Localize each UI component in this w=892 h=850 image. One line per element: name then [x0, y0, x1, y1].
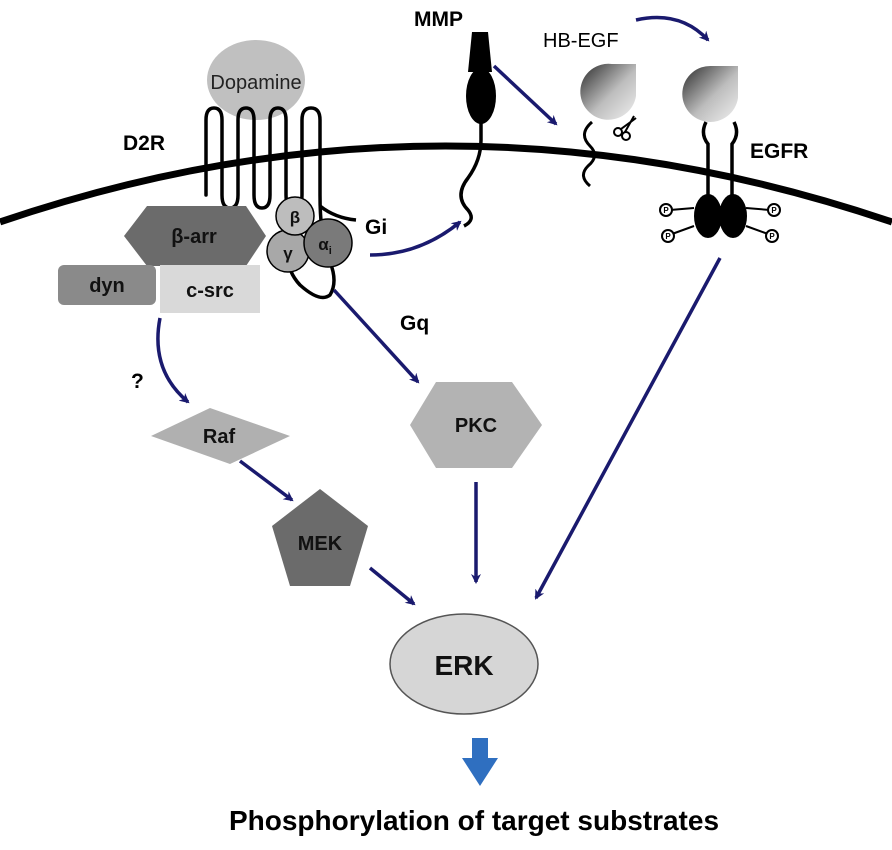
pkc-label: PKC — [455, 415, 497, 437]
dyn-label: dyn — [89, 275, 125, 297]
svg-text:P: P — [665, 232, 671, 241]
dopamine-ellipse — [207, 40, 305, 120]
arrow-mek-to-erk — [368, 566, 416, 606]
cell-membrane — [0, 142, 892, 226]
dyn-box — [58, 265, 156, 305]
raf-shape — [151, 408, 290, 464]
mmp-label: MMP — [414, 8, 463, 31]
output-arrow — [462, 738, 498, 786]
footer-caption: Phosphorylation of target substrates — [229, 805, 719, 836]
arrow-egfr-to-erk — [534, 257, 722, 600]
arrow-hbegf-to-egfr — [635, 15, 710, 42]
hb-egf-stalk — [582, 120, 596, 188]
svg-text:P: P — [771, 206, 777, 215]
arrow-raf-to-mek — [238, 459, 294, 502]
g-alpha-label: αi — [318, 235, 332, 257]
arrow-csrc-to-raf — [156, 317, 190, 404]
csrc-box — [160, 265, 260, 313]
phospho-sites — [659, 203, 781, 243]
hb-egf-label: HB-EGF — [543, 30, 619, 52]
g-alpha-subunit — [303, 218, 353, 268]
csrc-label: c-src — [186, 280, 234, 302]
g-beta-subunit — [275, 196, 315, 236]
g-beta-label: β — [290, 208, 300, 227]
egfr-kinase-left — [694, 194, 722, 238]
mek-shape — [272, 489, 368, 586]
scissors-icon — [613, 115, 637, 141]
arrow-mmp-to-hbegf — [492, 64, 558, 126]
erk-ellipse — [389, 613, 539, 715]
beta-arrestin-label: β-arr — [171, 226, 217, 248]
arrow-gi-to-mmp — [369, 220, 462, 257]
unknown-step-label: ? — [131, 370, 144, 393]
egfr-stalk-left — [701, 121, 710, 200]
dopamine-label: Dopamine — [210, 72, 301, 94]
pkc-shape — [410, 382, 542, 468]
mmp-head — [468, 32, 492, 72]
mek-label: MEK — [298, 533, 343, 555]
hb-egf-ligand-shape — [580, 63, 636, 120]
mmp-stalk — [459, 122, 483, 228]
beta-arrestin-shape — [124, 206, 266, 266]
egfr-kinase-right — [719, 194, 747, 238]
mmp-body — [466, 68, 496, 124]
gi-label: Gi — [365, 216, 387, 239]
d2r-c-tail — [318, 204, 357, 222]
arrow-gq-to-pkc — [332, 288, 420, 384]
egfr-stalk-right — [730, 121, 739, 200]
svg-text:P: P — [769, 232, 775, 241]
d2r-label: D2R — [123, 132, 165, 155]
raf-label: Raf — [203, 426, 236, 448]
svg-text:P: P — [663, 206, 669, 215]
g-gamma-label: γ — [283, 244, 293, 263]
phospho-labels: P P P P — [663, 206, 777, 241]
egfr-label: EGFR — [750, 140, 808, 163]
erk-label: ERK — [434, 650, 493, 681]
gq-label: Gq — [400, 312, 429, 335]
egfr-ligand — [682, 65, 738, 122]
